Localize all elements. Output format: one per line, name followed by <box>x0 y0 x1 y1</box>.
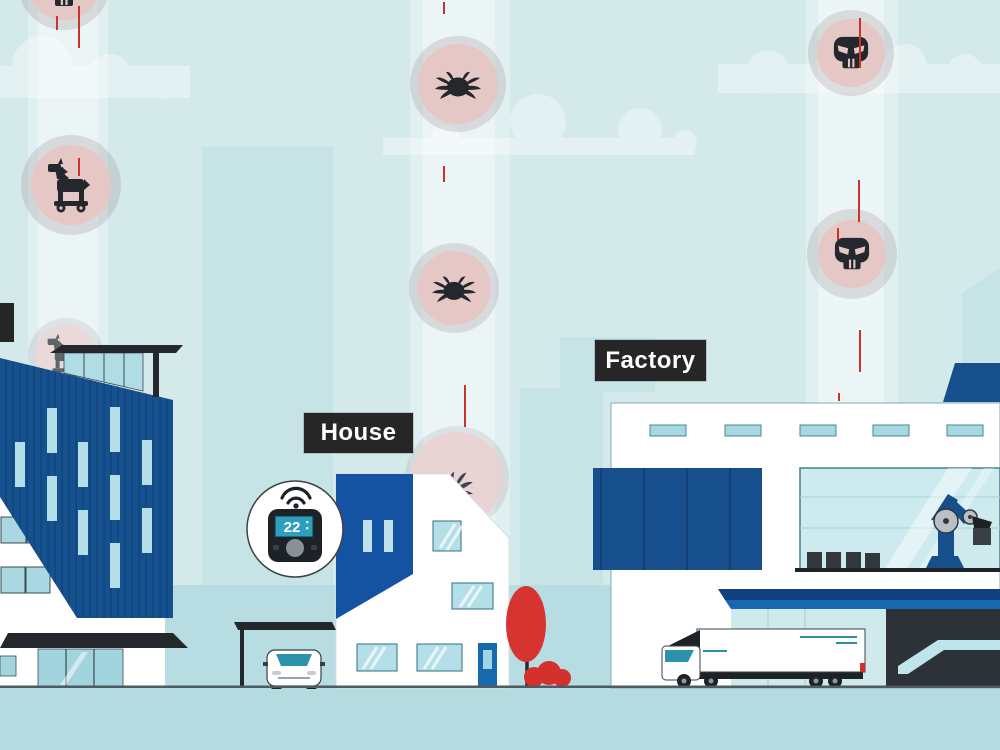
cloud-left <box>0 36 190 99</box>
car-windshield <box>276 654 312 666</box>
skull-threat-top-left[interactable] <box>18 0 110 30</box>
office-sign <box>0 303 14 342</box>
car[interactable] <box>263 649 325 689</box>
truck-wheels <box>677 674 842 688</box>
bushes <box>524 661 571 687</box>
thermostat-dial[interactable] <box>286 539 304 557</box>
truck-taillight <box>860 663 865 672</box>
carport <box>234 622 336 688</box>
truck[interactable] <box>661 628 866 688</box>
skyline-block-lower <box>520 388 603 587</box>
skull-threat-mid-right[interactable] <box>807 209 897 299</box>
falling-threats <box>18 0 897 427</box>
crates <box>807 552 880 568</box>
house-label-text: House <box>320 419 397 446</box>
factory-roof-block <box>943 363 1000 402</box>
factory-label[interactable]: Factory <box>595 340 706 381</box>
office-street-level <box>0 633 188 688</box>
trojan-threat-left[interactable] <box>21 135 121 235</box>
house-building[interactable] <box>335 473 510 689</box>
bug-threat-mid[interactable] <box>409 243 499 333</box>
robot-arm <box>925 494 992 570</box>
thermostat-badge[interactable]: 22 <box>246 480 344 578</box>
rooftop-canopy <box>50 345 183 353</box>
factory-blue-block <box>593 468 762 570</box>
ground <box>0 688 1000 750</box>
factory-label-text: Factory <box>605 346 696 374</box>
skull-threat-upper-right[interactable] <box>808 10 894 96</box>
wifi-icon <box>280 486 312 505</box>
falling-trails <box>56 2 861 427</box>
dock-canopy <box>718 589 1000 600</box>
office-awning <box>0 633 188 648</box>
thermostat-screen <box>274 515 314 538</box>
cloud-center <box>383 94 697 155</box>
ground-line <box>0 685 1000 688</box>
thermostat-value: 22 <box>284 519 301 536</box>
office-rooftop <box>50 345 183 397</box>
house-label[interactable]: House <box>304 413 413 453</box>
office-building <box>0 303 188 688</box>
office-windows <box>15 407 152 588</box>
office-facade <box>0 358 173 618</box>
truck-window <box>665 650 694 662</box>
factory-slit-windows <box>649 424 984 437</box>
house-gable <box>336 474 413 619</box>
factory-window <box>795 467 1000 572</box>
bug-threat-upper[interactable] <box>410 36 506 132</box>
carport-roof <box>234 622 336 630</box>
